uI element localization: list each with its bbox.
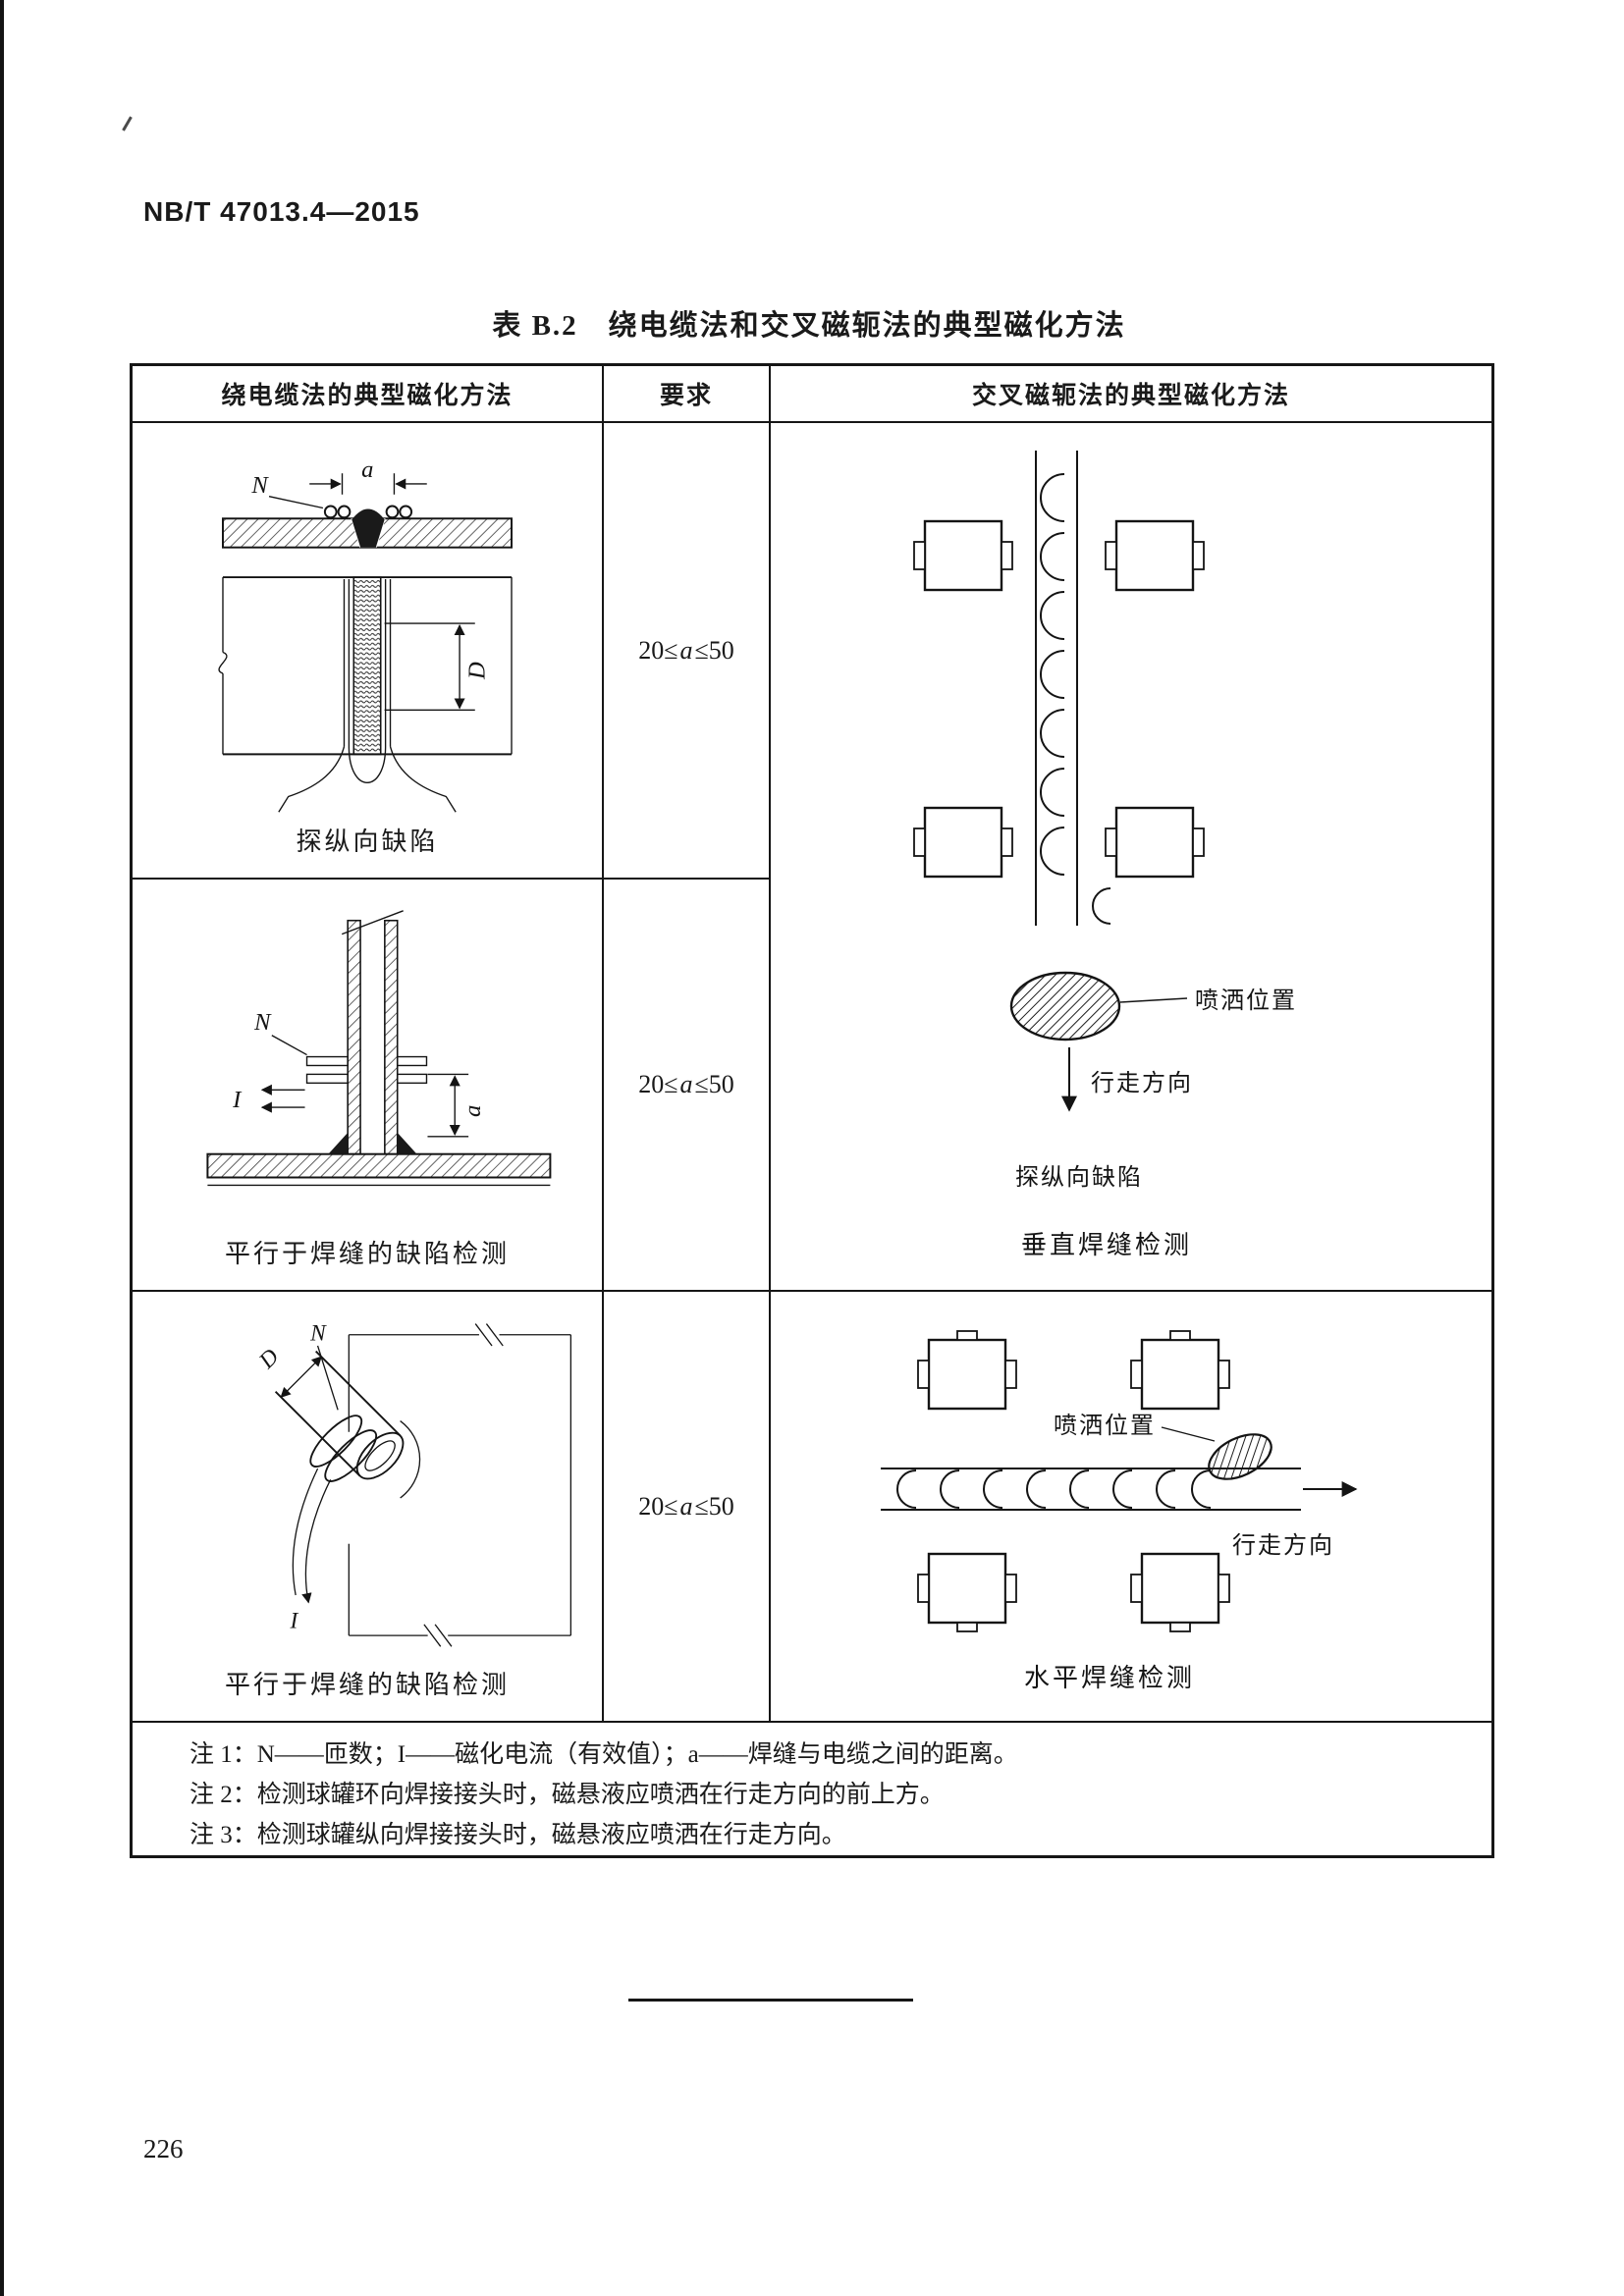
- page-number: 226: [143, 2134, 184, 2163]
- spray-position-callout: 喷洒位置: [1054, 1413, 1272, 1480]
- current-label: I: [232, 1087, 243, 1113]
- cable-parallel-weld-diagram: N I a: [206, 910, 552, 1187]
- vertical-weld-caption: 垂直焊缝检测: [1021, 1231, 1192, 1259]
- requirement-value: 20≤: [638, 1070, 678, 1098]
- current-label: I: [290, 1609, 299, 1634]
- table-title: 表 B.2 绕电缆法和交叉磁轭法的典型磁化方法: [492, 310, 1126, 342]
- cable-wrap-longitudinal-diagram: a N: [218, 456, 513, 813]
- requirement-value: 20≤: [638, 1491, 678, 1521]
- note-line: 注 1：N——匝数；I——磁化电流（有效值）；a——焊缝与电缆之间的距离。: [189, 1741, 1018, 1768]
- yoke-pole: [1105, 519, 1205, 592]
- plate-face-view: [218, 576, 513, 756]
- yoke-pole: [913, 519, 1013, 592]
- weld-seam: [352, 508, 385, 548]
- spray-ellipse: [1208, 1433, 1272, 1480]
- yoke-pole: [913, 806, 1013, 879]
- requirement-cell-2: 20≤a≤50: [604, 880, 771, 1292]
- spray-position-label: 喷洒位置: [1195, 988, 1297, 1014]
- turns-callout: N: [309, 1320, 339, 1411]
- shell-plate: [348, 1323, 572, 1647]
- table-notes: 注 1：N——匝数；I——磁化电流（有效值）；a——焊缝与电缆之间的距离。 注 …: [133, 1723, 1491, 1855]
- standard-number: NB/T 47013.4—2015: [143, 196, 420, 227]
- requirement-cell-1: 20≤a≤50: [604, 423, 771, 880]
- cable-sections: [305, 1055, 428, 1085]
- turns-label: N: [253, 1009, 272, 1036]
- dimension-a: a: [309, 456, 427, 495]
- diagram-cell-longitudinal-defect: a N: [133, 423, 604, 880]
- diagram-cell-vertical-weld-yoke: 喷洒位置 行走方向 探纵向缺陷 垂直焊缝检测: [771, 423, 1491, 1292]
- cross-yoke-horizontal-weld-diagram: 喷洒位置 行走方向 水平焊缝检测: [881, 1330, 1358, 1692]
- turns-callout: N: [253, 1009, 307, 1056]
- walking-direction-label: 行走方向: [1232, 1532, 1334, 1559]
- requirement-variable: a: [679, 1070, 693, 1098]
- diagram-cell-parallel-weld-2: D N I 平行于焊缝的缺陷检测: [133, 1292, 604, 1723]
- vertical-plate: [341, 910, 404, 1155]
- cross-yoke-vertical-weld-diagram: 喷洒位置 行走方向 探纵向缺陷 垂直焊缝检测: [913, 451, 1297, 1259]
- note-line: 注 2：检测球罐环向焊接接头时，磁悬液应喷洒在行走方向的前上方。: [189, 1782, 945, 1808]
- horizontal-weld-caption: 水平焊缝检测: [1024, 1664, 1195, 1692]
- turns-callout: N: [250, 472, 324, 509]
- fillet-weld: [397, 1132, 417, 1154]
- fillet-weld: [328, 1132, 349, 1154]
- cable-wrap-loops: [278, 579, 457, 813]
- cable-wrap-turns: [292, 1415, 378, 1604]
- requirement-cell-3: 20≤a≤50: [604, 1292, 771, 1723]
- requirement-variable: a: [679, 635, 693, 665]
- diagram-caption: 探纵向缺陷: [296, 828, 439, 856]
- nozzle-tube: [274, 1350, 421, 1499]
- walking-direction-arrow: 行走方向: [1061, 1047, 1193, 1112]
- dimension-D: D: [253, 1344, 323, 1399]
- yoke-pole: [1130, 1330, 1230, 1411]
- dim-D-label: D: [253, 1344, 284, 1374]
- requirement-value: ≤50: [694, 1070, 734, 1098]
- dim-D-label: D: [464, 662, 491, 680]
- current-arrows: I: [232, 1084, 305, 1113]
- base-plate: [206, 1132, 552, 1187]
- diagram-caption: 平行于焊缝的缺陷检测: [224, 1671, 510, 1699]
- magnetization-crescents: [1040, 473, 1111, 925]
- weld-band: [1035, 451, 1078, 926]
- diagram-cell-parallel-weld-1: N I a 平行于焊缝的缺陷检测: [133, 880, 604, 1292]
- requirement-value: ≤50: [694, 635, 734, 665]
- weld-band: [352, 576, 382, 756]
- scan-edge-artifact: [0, 0, 4, 2296]
- diagram-cell-horizontal-weld-yoke: 喷洒位置 行走方向 水平焊缝检测: [771, 1292, 1491, 1723]
- walking-direction-label: 行走方向: [1091, 1070, 1193, 1096]
- defect-note-label: 探纵向缺陷: [1015, 1164, 1143, 1191]
- yoke-pole: [917, 1330, 1017, 1411]
- dimension-a: a: [427, 1073, 486, 1138]
- yoke-pole: [1105, 806, 1205, 879]
- cable-nozzle-diagram: D N I: [253, 1320, 572, 1647]
- spray-ellipse: [1009, 971, 1121, 1041]
- turns-label: N: [309, 1320, 327, 1346]
- plate-cross-section: [222, 508, 513, 549]
- diagram-caption: 平行于焊缝的缺陷检测: [224, 1240, 510, 1268]
- dimension-D: D: [384, 622, 491, 711]
- pen-mark-artifact: [122, 116, 133, 132]
- magnetization-methods-table: 绕电缆法的典型磁化方法 要求 交叉磁轭法的典型磁化方法 a N: [130, 363, 1494, 1858]
- dim-a-label: a: [460, 1105, 486, 1117]
- requirement-variable: a: [679, 1491, 693, 1521]
- yoke-pole: [917, 1552, 1017, 1632]
- spray-position-label: 喷洒位置: [1054, 1413, 1156, 1439]
- turns-label: N: [250, 472, 269, 499]
- walking-direction-arrow: 行走方向: [1232, 1481, 1358, 1559]
- requirement-value: ≤50: [694, 1491, 734, 1521]
- yoke-pole: [1130, 1552, 1230, 1632]
- requirement-value: 20≤: [638, 635, 678, 665]
- col-header-cross-yoke-method: 交叉磁轭法的典型磁化方法: [771, 366, 1491, 423]
- note-line: 注 3：检测球罐纵向焊接接头时，磁悬液应喷洒在行走方向。: [189, 1822, 846, 1848]
- dim-a-label: a: [361, 456, 373, 483]
- section-end-line: [628, 1999, 913, 2002]
- col-header-requirement: 要求: [604, 366, 771, 423]
- magnetization-crescents: [896, 1469, 1212, 1509]
- col-header-cable-wrap-method: 绕电缆法的典型磁化方法: [133, 366, 604, 423]
- spray-position-callout: 喷洒位置: [1009, 971, 1297, 1041]
